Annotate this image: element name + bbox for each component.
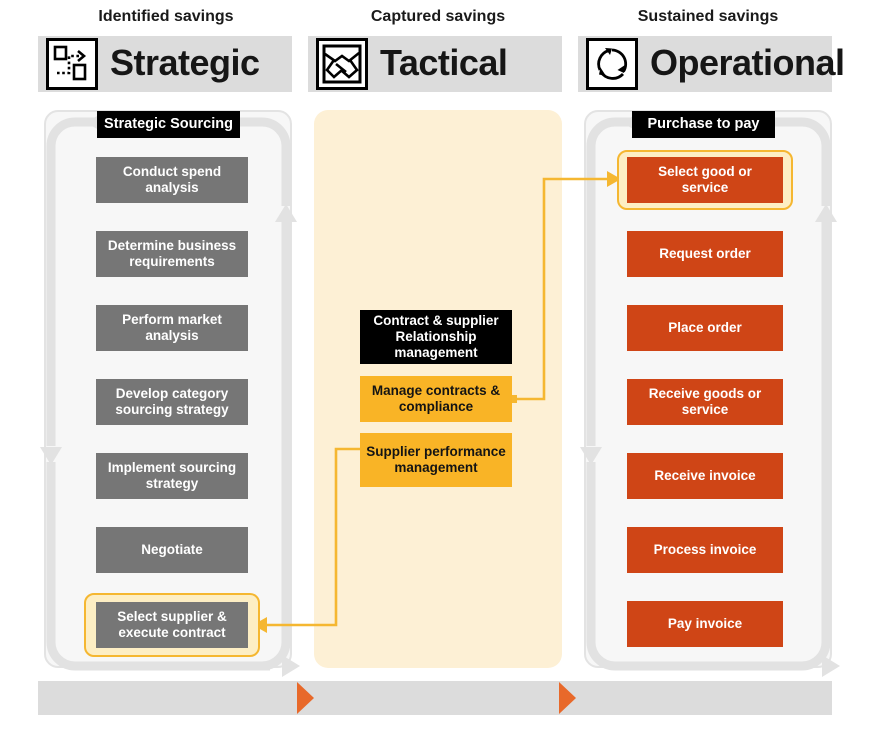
operational-step-7[interactable]: Pay invoice	[627, 601, 783, 647]
title-chip-operational: Purchase to pay	[632, 111, 775, 138]
tactical-title-box: Contract & supplier Relationship managem…	[360, 310, 512, 364]
header-label-strategic: Strategic	[110, 42, 260, 84]
operational-step-2[interactable]: Request order	[627, 231, 783, 277]
strategic-step-7[interactable]: Select supplier & execute contract	[96, 602, 248, 648]
header-tactical: Tactical	[308, 36, 562, 92]
strategic-step-4[interactable]: Develop category sourcing strategy	[96, 379, 248, 425]
strategic-step-1[interactable]: Conduct spend analysis	[96, 157, 248, 203]
cycle-arrows-icon	[586, 38, 638, 90]
header-strategic: Strategic	[38, 36, 292, 92]
header-label-operational: Operational	[650, 42, 845, 84]
operational-step-6[interactable]: Process invoice	[627, 527, 783, 573]
strategic-step-2[interactable]: Determine business requirements	[96, 231, 248, 277]
header-label-tactical: Tactical	[380, 42, 508, 84]
operational-step-3[interactable]: Place order	[627, 305, 783, 351]
tactical-step-2[interactable]: Supplier performance management	[360, 433, 512, 487]
savings-identified: Identified savings	[98, 8, 234, 25]
strategic-step-6[interactable]: Negotiate	[96, 527, 248, 573]
strategic-step-5[interactable]: Implement sourcing strategy	[96, 453, 248, 499]
strategy-path-icon	[46, 38, 98, 90]
title-chip-strategic: Strategic Sourcing	[97, 111, 240, 138]
operational-step-1[interactable]: Select good or service	[627, 157, 783, 203]
header-operational: Operational	[578, 36, 845, 92]
operational-step-4[interactable]: Receive goods or service	[627, 379, 783, 425]
operational-step-5[interactable]: Receive invoice	[627, 453, 783, 499]
savings-sustained: Sustained savings	[637, 8, 779, 25]
strategic-step-3[interactable]: Perform market analysis	[96, 305, 248, 351]
savings-captured: Captured savings	[370, 8, 506, 25]
savings-bar	[38, 681, 832, 715]
tactical-step-1[interactable]: Manage contracts & compliance	[360, 376, 512, 422]
handshake-icon	[316, 38, 368, 90]
